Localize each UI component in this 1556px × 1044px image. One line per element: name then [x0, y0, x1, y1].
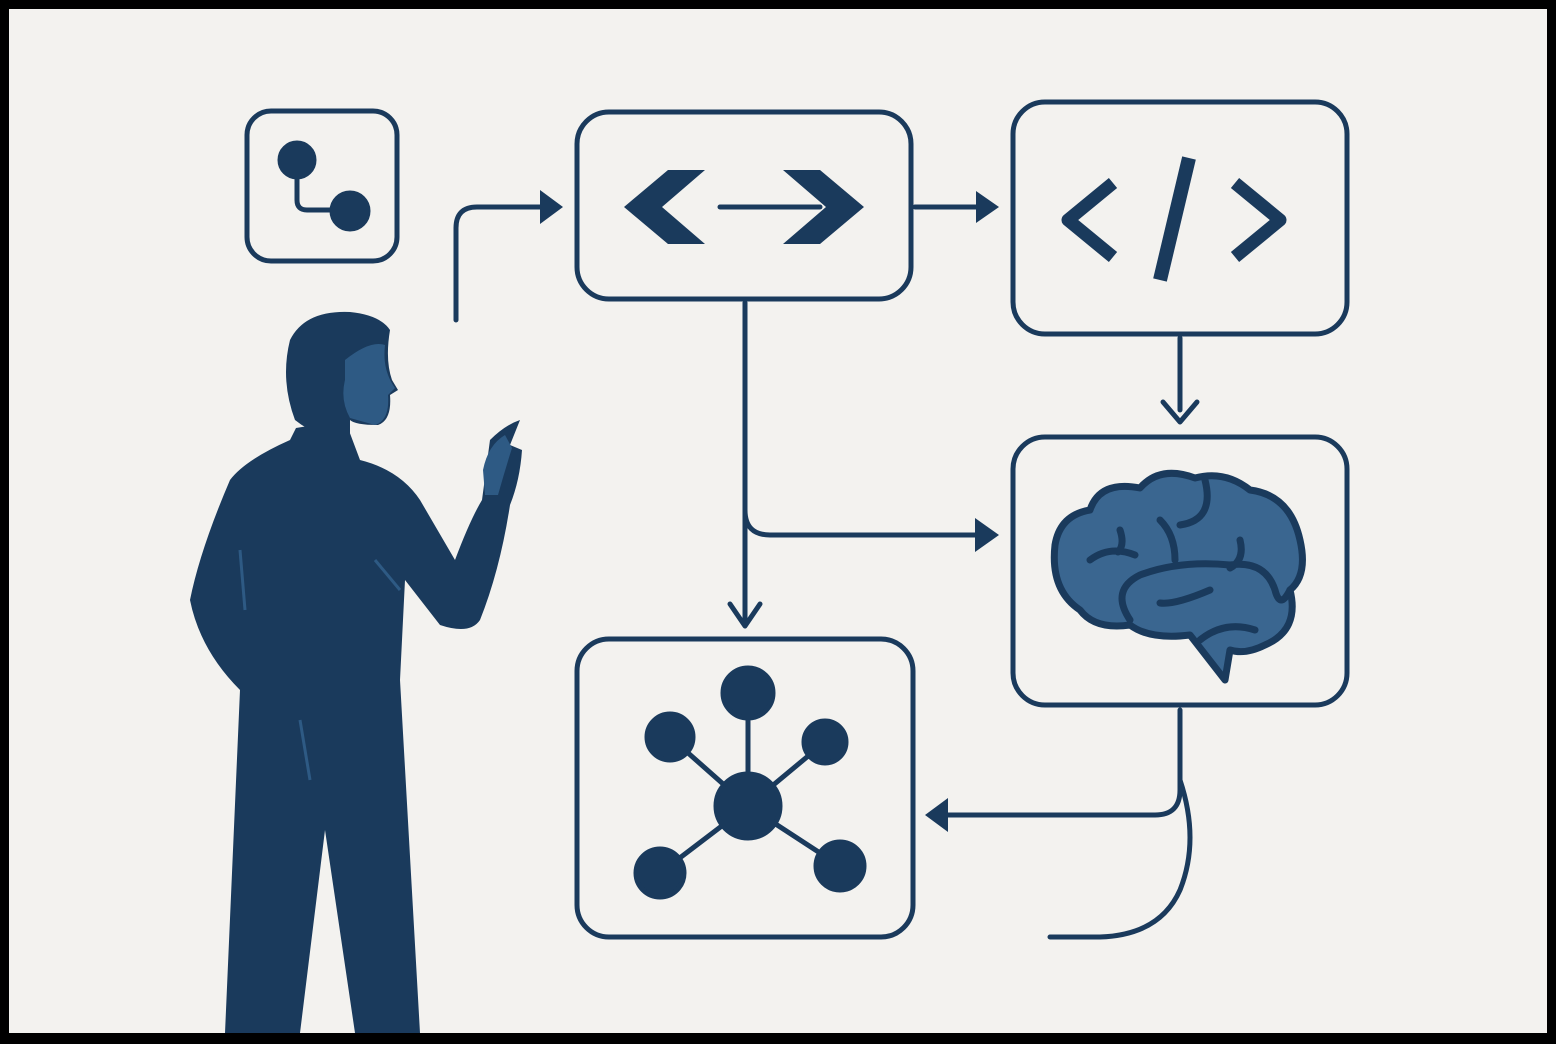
code-brackets-icon [1061, 156, 1287, 282]
git-branch-box [244, 108, 400, 264]
code-box [1010, 99, 1350, 337]
network-box [574, 636, 916, 940]
git-branch-icon [277, 140, 371, 232]
arrow-to-bidirectional [453, 204, 548, 323]
arrowhead [540, 190, 563, 224]
brain-box [1010, 434, 1350, 708]
loop-curve [1047, 777, 1193, 940]
person-pointing-icon [190, 311, 522, 1033]
network-hub-icon [633, 665, 867, 900]
bidirectional-arrows-icon [624, 170, 864, 244]
brain-icon [1050, 469, 1306, 684]
arrow-to-network-from-brain [942, 707, 1183, 818]
bidirectional-box [574, 109, 914, 302]
